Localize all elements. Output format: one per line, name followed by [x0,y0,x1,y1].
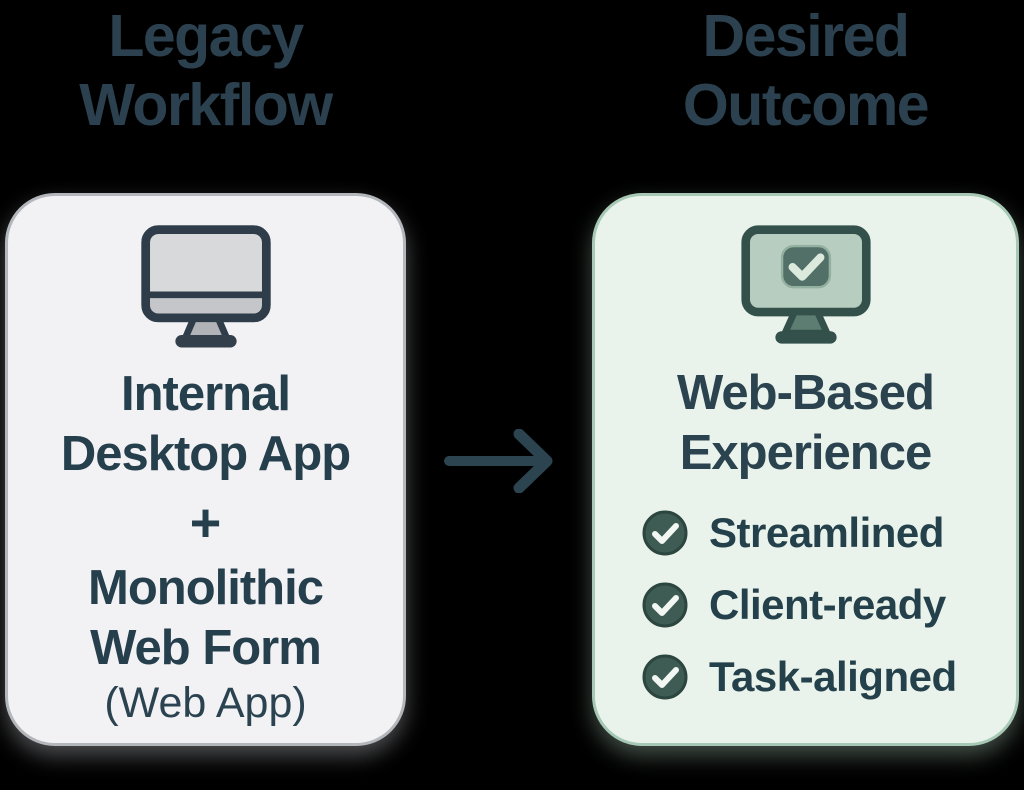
title-line-1: Legacy [108,3,304,69]
desired-column: Desired Outcome Web-Based Experience [592,0,1019,746]
checklist-item: Streamlined [641,509,944,557]
title-line-1: Desired [702,3,910,69]
desired-card: Web-Based Experience Streamlined C [592,193,1019,746]
web-app-note: (Web App) [104,679,307,728]
legacy-workflow-title: Legacy Workflow [5,0,406,140]
check-circle-icon [642,654,688,699]
desired-heading-line-1: Web-Based [677,365,935,420]
checklist-label: Streamlined [709,508,944,556]
monitor-check-icon [740,225,871,344]
desired-outcome-title: Desired Outcome [592,0,1019,140]
legacy-app-label: Internal Desktop App [60,364,351,484]
checklist-label: Task-aligned [709,652,957,700]
desired-heading-line-2: Experience [679,425,932,480]
title-line-2: Outcome [682,72,930,138]
legacy-form-line-1: Monolithic [88,561,324,616]
desktop-monitor-icon [140,225,271,348]
check-circle-icon [642,582,688,627]
check-circle-icon [642,510,688,555]
desired-heading: Web-Based Experience [677,363,935,483]
legacy-form-label: Monolithic Web Form [88,558,324,678]
checklist-item: Client-ready [641,581,946,629]
legacy-app-line-1: Internal [121,367,291,422]
title-line-2: Workflow [79,72,333,138]
legacy-form-line-2: Web Form [90,621,322,676]
right-arrow-icon [444,429,553,493]
plus-sign: + [189,493,222,554]
legacy-app-line-2: Desktop App [60,427,351,482]
legacy-column: Legacy Workflow Internal Desktop App + M… [5,0,406,746]
legacy-card: Internal Desktop App + Monolithic Web Fo… [5,193,406,746]
checklist-item: Task-aligned [641,653,957,701]
benefits-checklist: Streamlined Client-ready Task-aligned [595,509,1016,701]
checklist-label: Client-ready [709,580,946,628]
